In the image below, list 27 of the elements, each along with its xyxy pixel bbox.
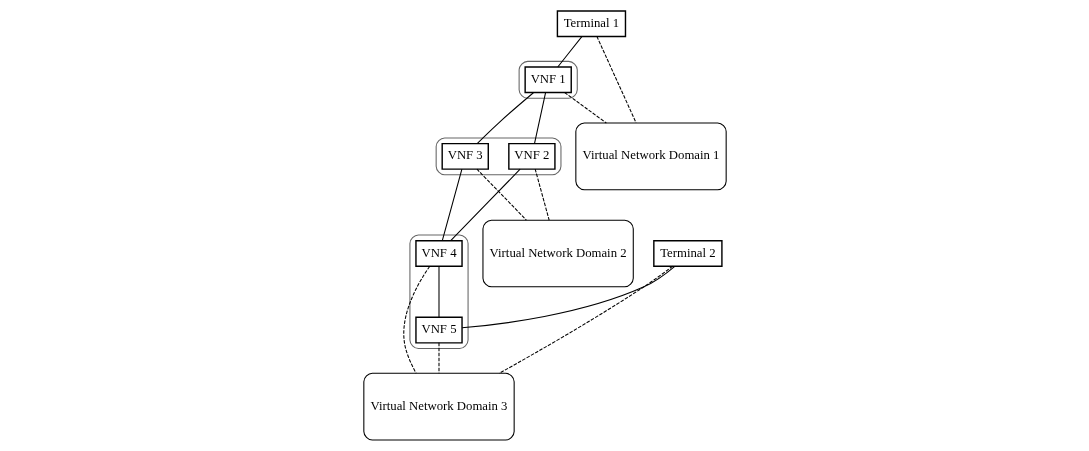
connector xyxy=(476,92,534,144)
connector xyxy=(441,168,462,241)
cluster xyxy=(435,137,561,176)
connector xyxy=(449,168,521,241)
node-box: Virtual Network Domain 3 xyxy=(362,372,515,441)
connector xyxy=(563,92,607,124)
node-box: Terminal 1 xyxy=(556,10,626,38)
connector xyxy=(437,265,440,318)
connector xyxy=(556,36,582,68)
cluster xyxy=(518,60,578,99)
node-box: VNF 1 xyxy=(523,66,572,94)
node-box: Virtual Network Domain 2 xyxy=(481,219,634,288)
connector xyxy=(437,342,440,374)
node-box: VNF 5 xyxy=(414,316,463,344)
connector xyxy=(533,92,546,144)
connector xyxy=(461,265,675,329)
connector xyxy=(402,266,430,374)
connector xyxy=(595,36,637,124)
node-box: VNF 4 xyxy=(414,240,463,267)
node-box: VNF 2 xyxy=(507,142,556,170)
connector xyxy=(498,265,673,374)
connector xyxy=(475,168,527,221)
node-box: Virtual Network Domain 1 xyxy=(574,122,727,191)
connector xyxy=(534,168,550,221)
node-box: VNF 3 xyxy=(441,142,489,170)
node-box: Terminal 2 xyxy=(652,240,723,267)
cluster xyxy=(408,234,469,350)
